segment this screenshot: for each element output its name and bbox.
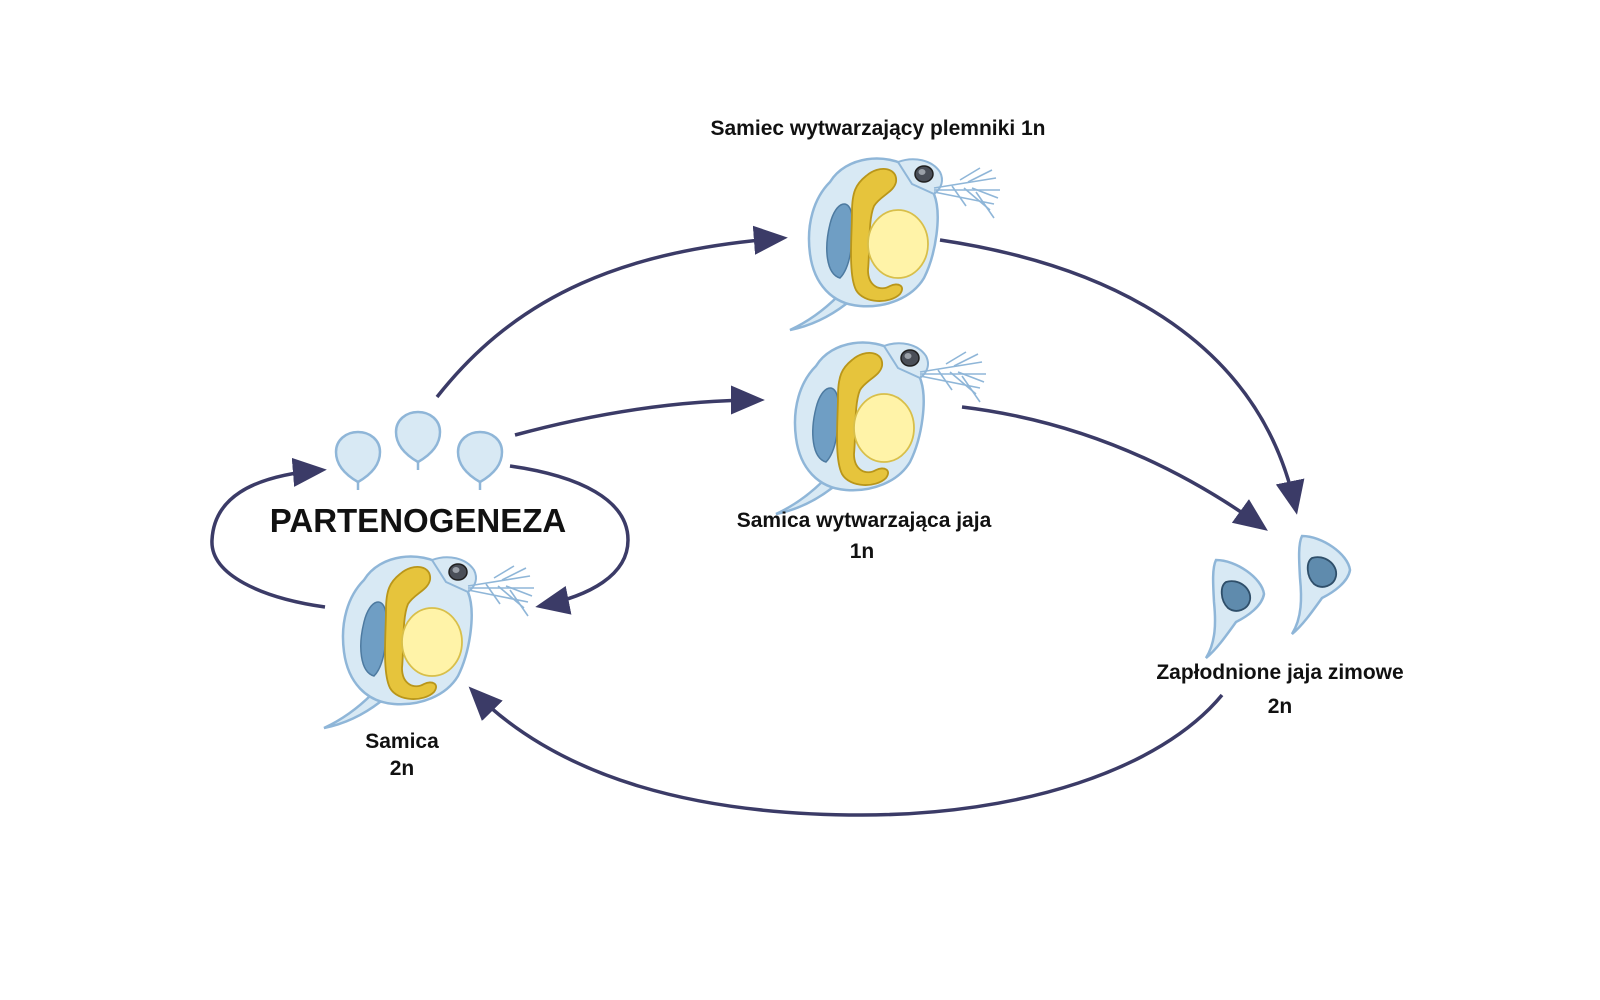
arrow-female-1n-to-eggs [961, 405, 1268, 531]
arrow-to-female-1n [514, 385, 765, 437]
female-2n-ploidy-label: 2n [390, 757, 415, 780]
male-label: Samiec wytwarzający plemniki 1n [711, 117, 1046, 140]
female-1n-label: Samica wytwarzająca jaja [737, 509, 992, 532]
female-1n-ploidy-label: 1n [850, 540, 875, 563]
female-1n-daphnia-illustration [774, 341, 988, 516]
parthenogenesis-loop-left-arrow [210, 457, 327, 609]
parthenogenetic-egg-icon [394, 410, 442, 472]
winter-egg-icon [1290, 534, 1352, 636]
female-2n-daphnia-illustration [322, 555, 536, 730]
arrow-eggs-to-female-2n [468, 686, 1224, 817]
parthenogenetic-egg-icon [456, 430, 504, 492]
female-2n-label: Samica [365, 730, 439, 753]
parthenogenesis-loop-right-arrow [509, 464, 630, 615]
arrow-male-to-eggs [939, 238, 1305, 515]
parthenogenesis-title: PARTENOGENEZA [270, 502, 566, 539]
winter-eggs-ploidy-label: 2n [1268, 695, 1293, 718]
winter-egg-icon [1204, 558, 1266, 660]
winter-eggs-label: Zapłodnione jaja zimowe [1156, 661, 1403, 684]
parthenogenetic-egg-icon [334, 430, 382, 492]
arrow-to-male [435, 225, 788, 399]
